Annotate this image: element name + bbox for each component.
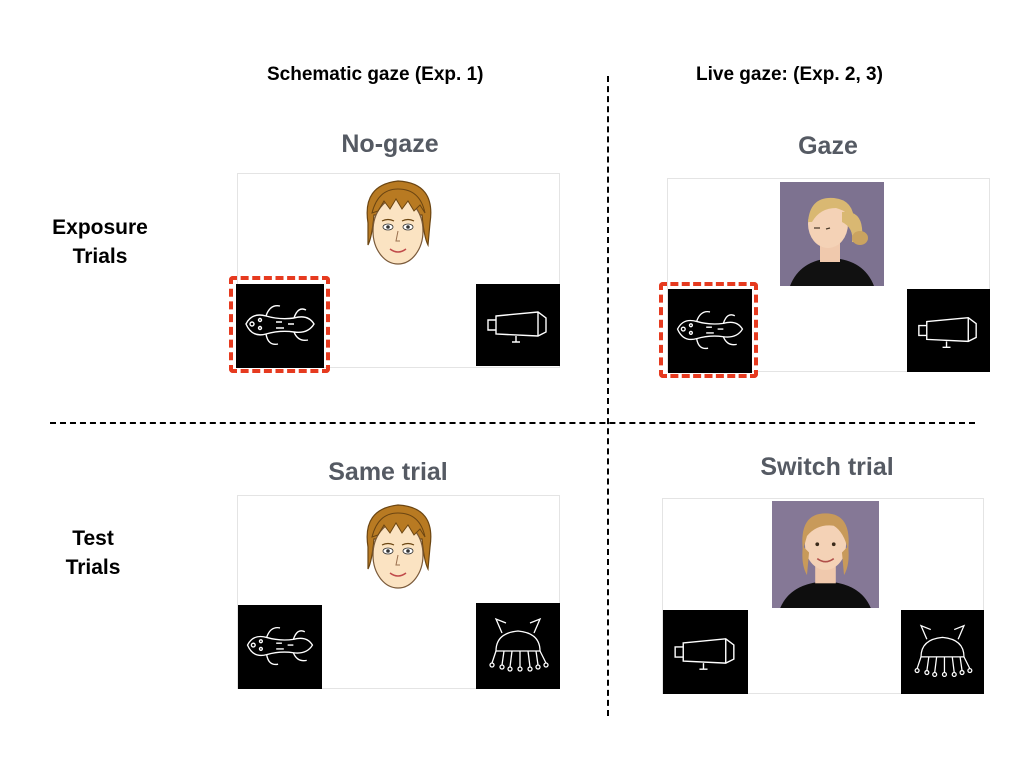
cartoon-face-icon xyxy=(348,499,448,599)
device-object-icon xyxy=(663,610,748,694)
panel-title-switch-trial: Switch trial xyxy=(760,453,894,481)
row-label-test-line2: Trials xyxy=(65,556,121,579)
vertical-divider xyxy=(607,76,609,716)
panel-gaze xyxy=(667,178,990,373)
device-object-icon xyxy=(907,289,990,372)
panel-title-no-gaze: No-gaze xyxy=(341,130,439,158)
lizard-object-icon xyxy=(236,284,324,368)
column-header-schematic: Schematic gaze (Exp. 1) xyxy=(267,64,484,85)
panel-title-same-trial: Same trial xyxy=(328,458,448,486)
spider-object-icon xyxy=(476,603,560,689)
column-header-live: Live gaze: (Exp. 2, 3) xyxy=(696,64,883,85)
cartoon-face-icon xyxy=(348,175,448,275)
row-label-exposure-line1: Exposure xyxy=(52,216,148,239)
target-highlight-box xyxy=(659,282,758,378)
lizard-object-icon xyxy=(238,605,322,689)
woman-photo-icon xyxy=(772,501,879,608)
panel-same-trial xyxy=(237,495,560,689)
panel-no-gaze xyxy=(236,173,560,368)
row-label-test: Test Trials xyxy=(33,524,153,582)
row-label-exposure-line2: Trials xyxy=(72,245,128,268)
horizontal-divider xyxy=(50,422,975,424)
spider-object-icon xyxy=(901,610,984,694)
target-highlight-box xyxy=(229,276,330,373)
lizard-object-icon xyxy=(668,289,752,373)
row-label-test-line1: Test xyxy=(72,527,114,550)
device-object-icon xyxy=(476,284,560,366)
panel-switch-trial xyxy=(662,498,984,694)
woman-photo-icon xyxy=(780,182,884,286)
panel-title-gaze: Gaze xyxy=(798,132,858,160)
row-label-exposure: Exposure Trials xyxy=(40,213,160,271)
